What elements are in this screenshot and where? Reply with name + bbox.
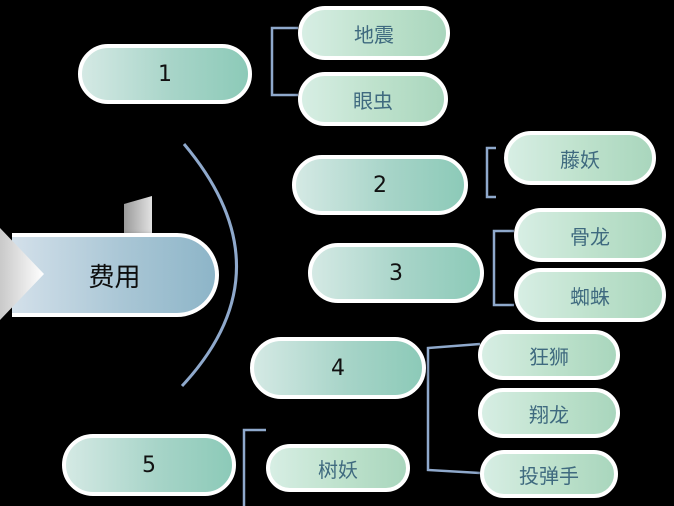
leaf-label: 树妖: [318, 457, 358, 482]
branch-label: 1: [158, 61, 172, 87]
leaf-label: 投弹手: [519, 463, 579, 488]
bracket-2: [485, 146, 496, 199]
branch-node-1[interactable]: 1: [78, 44, 252, 104]
leaf-node[interactable]: 蜘蛛: [514, 268, 666, 322]
branch-node-5[interactable]: 5: [62, 434, 236, 496]
leaf-label: 蜘蛛: [570, 284, 610, 309]
branch-label: 5: [142, 452, 156, 478]
branch-label: 3: [389, 260, 403, 286]
root-node[interactable]: 费用: [12, 233, 219, 317]
bracket-3: [492, 229, 514, 307]
leaf-node[interactable]: 眼虫: [298, 72, 448, 126]
leaf-node[interactable]: 地震: [298, 6, 450, 60]
leaf-label: 藤妖: [560, 147, 600, 172]
leaf-node[interactable]: 翔龙: [478, 388, 620, 438]
root-tab-shape: [124, 196, 152, 234]
leaf-node[interactable]: 藤妖: [504, 131, 656, 185]
leaf-label: 骨龙: [570, 224, 610, 249]
bracket-4: [426, 342, 481, 475]
leaf-label: 眼虫: [353, 88, 393, 113]
bracket-5: [242, 428, 266, 506]
leaf-node[interactable]: 树妖: [266, 444, 410, 492]
root-label: 费用: [88, 262, 141, 293]
branch-node-3[interactable]: 3: [308, 243, 484, 303]
leaf-node[interactable]: 投弹手: [480, 450, 618, 498]
branch-label: 2: [373, 172, 387, 198]
leaf-label: 狂狮: [529, 344, 569, 369]
root-arrow-icon: [0, 228, 44, 320]
leaf-node[interactable]: 骨龙: [514, 208, 666, 262]
branch-node-2[interactable]: 2: [292, 155, 468, 215]
leaf-label: 地震: [354, 22, 394, 47]
branch-label: 4: [331, 355, 345, 381]
bracket-1: [270, 26, 298, 97]
leaf-label: 翔龙: [529, 402, 569, 427]
leaf-node[interactable]: 狂狮: [478, 330, 620, 380]
branch-node-4[interactable]: 4: [250, 337, 426, 399]
